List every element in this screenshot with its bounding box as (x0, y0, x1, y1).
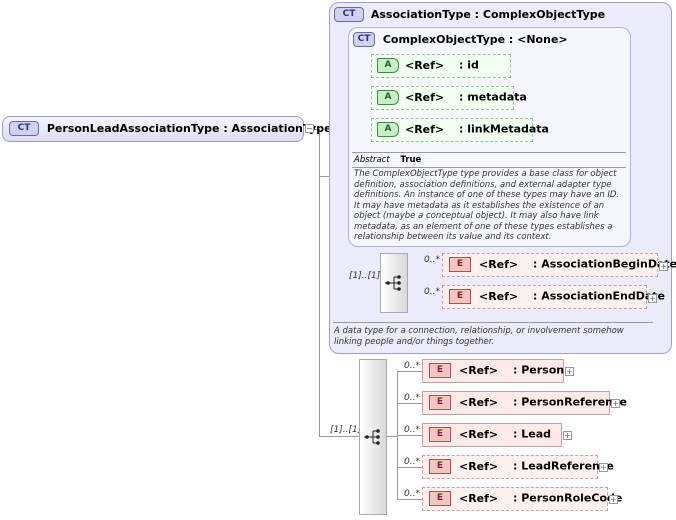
main-sequence-compositor[interactable] (359, 359, 387, 515)
element-person-reference[interactable]: E <Ref> : PersonReference (422, 391, 627, 415)
root-collapse-toggle[interactable]: − (305, 124, 314, 133)
expand-person-role-code[interactable]: + (609, 495, 618, 504)
expand-person[interactable]: + (565, 367, 574, 376)
element-lead-reference[interactable]: E <Ref> : LeadReference (422, 455, 614, 479)
plus-icon: + (612, 399, 619, 408)
attribute-name: : metadata (459, 90, 527, 104)
attribute-ref: <Ref> (405, 58, 445, 72)
connector-to-main-seq (319, 436, 359, 437)
attribute-icon: A (377, 122, 399, 137)
complex-object-description: The ComplexObjectType type provides a ba… (354, 169, 620, 242)
expand-association-end-date[interactable]: + (648, 294, 657, 303)
complex-object-type-title: ComplexObjectType : <None> (382, 32, 568, 46)
attribute-ref: <Ref> (405, 122, 445, 136)
main-element-multiplicity: 0..* (404, 393, 420, 403)
element-ref: <Ref> (479, 257, 519, 271)
attribute-metadata[interactable]: A <Ref> : metadata (371, 86, 527, 110)
abstract-value: True (400, 155, 422, 165)
element-association-end-date[interactable]: E <Ref> : AssociationEndDate (442, 285, 665, 309)
assoc-sequence-compositor[interactable] (380, 253, 408, 313)
element-name: : PersonReference (513, 395, 627, 409)
main-element-multiplicity: 0..* (404, 457, 420, 467)
expand-association-begin-date[interactable]: + (659, 262, 668, 271)
attribute-icon: A (377, 90, 399, 105)
element-icon: E (449, 289, 471, 304)
assoc-element-multiplicity: 0..* (424, 287, 440, 297)
connector-main-e5 (397, 499, 422, 500)
root-complex-type[interactable]: CT PersonLeadAssociationType : Associati… (2, 116, 332, 142)
complex-object-separator (352, 152, 626, 153)
element-name: : PersonRoleCode (513, 491, 623, 505)
attribute-name: : id (459, 58, 479, 72)
plus-icon: + (660, 262, 667, 271)
element-ref: <Ref> (459, 395, 499, 409)
element-icon: E (429, 395, 451, 410)
element-name: : Lead (513, 427, 551, 441)
connector-to-association (319, 176, 331, 177)
minus-icon: − (306, 124, 313, 133)
element-person[interactable]: E <Ref> : Person (422, 359, 564, 383)
element-icon: E (449, 257, 471, 272)
assoc-element-multiplicity: 0..* (424, 255, 440, 265)
element-ref: <Ref> (479, 289, 519, 303)
association-description: A data type for a connection, relationsh… (334, 326, 624, 347)
attribute-id[interactable]: A <Ref> : id (371, 54, 511, 78)
element-name: : Person (513, 363, 565, 377)
main-element-multiplicity: 0..* (404, 361, 420, 371)
element-lead[interactable]: E <Ref> : Lead (422, 423, 562, 447)
plus-icon: + (564, 431, 571, 440)
element-name: : AssociationBeginDate (533, 257, 676, 271)
element-ref: <Ref> (459, 363, 499, 377)
element-name: : AssociationEndDate (533, 289, 666, 303)
expand-person-reference[interactable]: + (611, 399, 620, 408)
element-ref: <Ref> (459, 427, 499, 441)
complex-type-icon: CT (334, 7, 364, 22)
element-icon: E (429, 363, 451, 378)
element-icon: E (429, 459, 451, 474)
expand-lead-reference[interactable]: + (599, 463, 608, 472)
connector-main-e2 (397, 403, 422, 404)
plus-icon: + (610, 495, 617, 504)
complex-type-icon: CT (353, 32, 375, 47)
plus-icon: + (566, 367, 573, 376)
attribute-name: : linkMetadata (459, 122, 549, 136)
element-ref: <Ref> (459, 459, 499, 473)
attribute-icon: A (377, 58, 399, 73)
main-element-multiplicity: 0..* (404, 489, 420, 499)
plus-icon: + (600, 463, 607, 472)
connector-main-e1 (397, 371, 422, 372)
connector-main-e3 (397, 435, 422, 436)
association-type-header: CT AssociationType : ComplexObjectType (334, 7, 605, 22)
abstract-separator (352, 167, 626, 168)
element-person-role-code[interactable]: E <Ref> : PersonRoleCode (422, 487, 622, 511)
element-association-begin-date[interactable]: E <Ref> : AssociationBeginDate (442, 253, 676, 277)
attribute-link-metadata[interactable]: A <Ref> : linkMetadata (371, 118, 549, 142)
element-name: : LeadReference (513, 459, 614, 473)
association-separator (333, 322, 653, 323)
element-icon: E (429, 427, 451, 442)
sequence-icon (385, 275, 401, 291)
connector-main-seq-out (387, 436, 397, 437)
attribute-ref: <Ref> (405, 90, 445, 104)
abstract-label: Abstract (354, 155, 390, 165)
complex-object-type-header: CT ComplexObjectType : <None> (353, 32, 568, 47)
sequence-icon (364, 429, 380, 445)
main-element-multiplicity: 0..* (404, 425, 420, 435)
abstract-row: Abstract True (354, 155, 421, 165)
root-type-label: PersonLeadAssociationType : AssociationT… (46, 121, 332, 135)
element-icon: E (429, 491, 451, 506)
association-type-title: AssociationType : ComplexObjectType (370, 7, 606, 21)
connector-main-e4 (397, 467, 422, 468)
element-ref: <Ref> (459, 491, 499, 505)
plus-icon: + (649, 294, 656, 303)
assoc-sequence-multiplicity: [1]..[1] (349, 271, 381, 281)
expand-lead[interactable]: + (563, 431, 572, 440)
complex-type-icon: CT (9, 121, 39, 136)
connector-trunk (319, 129, 320, 436)
main-sequence-multiplicity: [1]..[1] (330, 425, 362, 435)
